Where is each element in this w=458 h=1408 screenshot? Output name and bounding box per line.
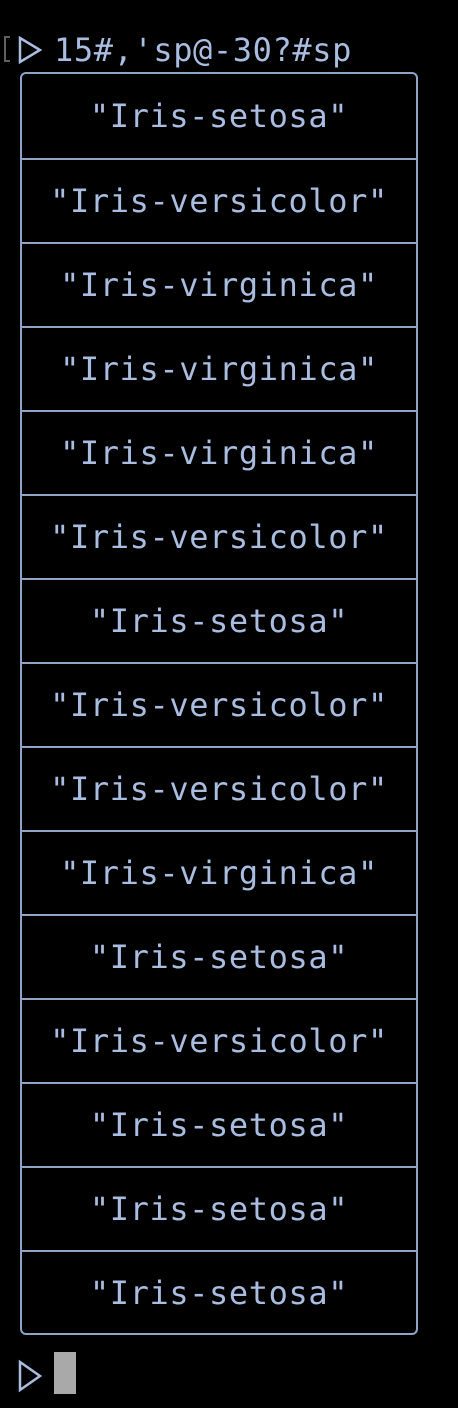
output-cell: "Iris-setosa" — [22, 1250, 416, 1333]
output-cell: "Iris-setosa" — [22, 578, 416, 662]
output-cell: "Iris-setosa" — [89, 97, 349, 135]
output-cell: "Iris-virginica" — [22, 326, 416, 410]
output-cell: "Iris-versicolor" — [22, 494, 416, 578]
output-cell: "Iris-setosa" — [22, 1082, 416, 1166]
output-cell: "Iris-versicolor" — [22, 662, 416, 746]
command-text: 15#,'sp@-30?#sp — [54, 31, 352, 69]
output-cell: "Iris-virginica" — [22, 242, 416, 326]
output-cell: "Iris-versicolor" — [22, 158, 416, 242]
output-cell: "Iris-setosa" — [22, 914, 416, 998]
output-cell: "Iris-virginica" — [22, 830, 416, 914]
output-cell: "Iris-setosa" — [22, 1166, 416, 1250]
triangle-prompt-icon — [18, 36, 42, 64]
prompt-bracket — [4, 36, 10, 62]
triangle-prompt-icon — [18, 1359, 42, 1393]
output-cell: "Iris-virginica" — [22, 410, 416, 494]
block-cursor[interactable] — [54, 1352, 76, 1394]
output-table: "Iris-setosa" "Iris-versicolor" "Iris-vi… — [20, 72, 418, 1335]
output-cell: "Iris-versicolor" — [22, 998, 416, 1082]
output-cell: "Iris-versicolor" — [22, 746, 416, 830]
